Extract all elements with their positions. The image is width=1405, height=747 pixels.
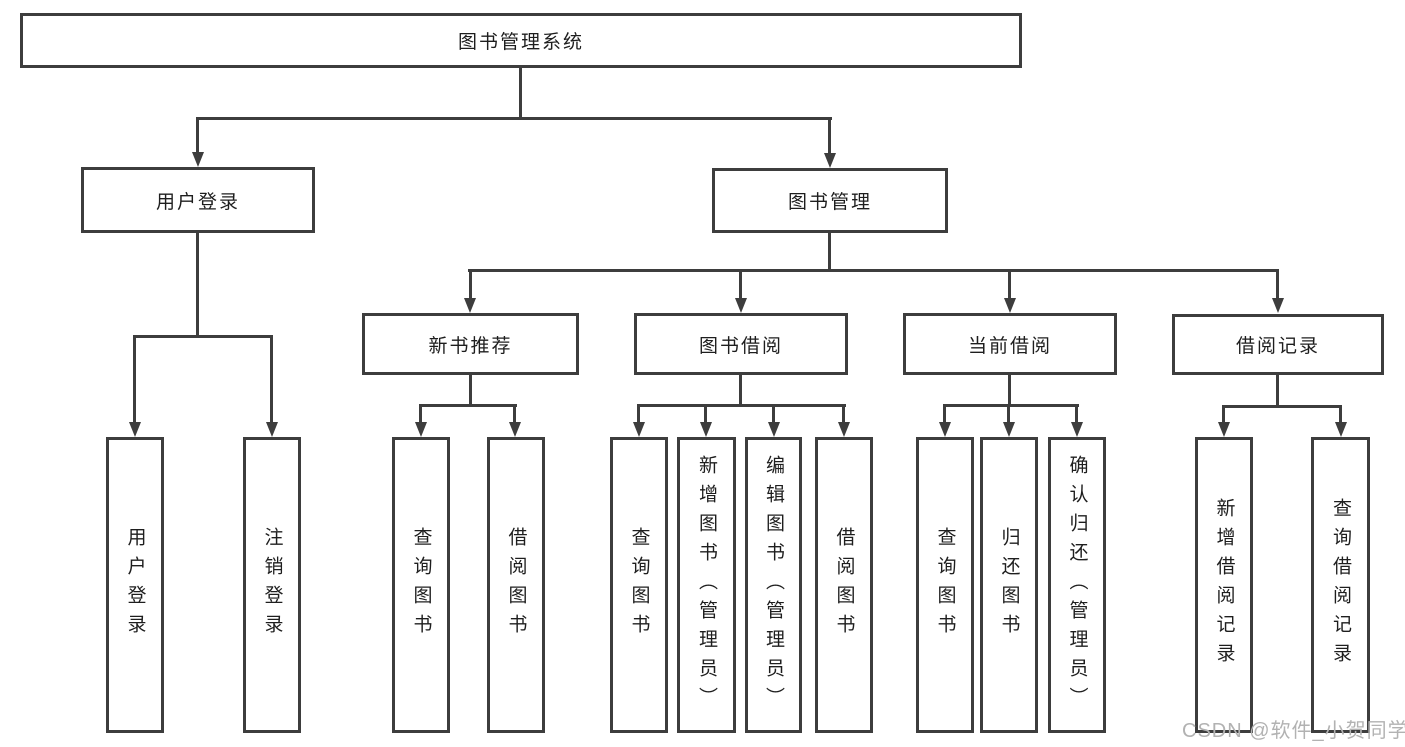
connector-line (943, 404, 1079, 407)
connector-line (1222, 405, 1225, 424)
connector-line (1222, 405, 1342, 408)
node-label: 图书管理 (787, 192, 872, 213)
connector-line (842, 404, 845, 424)
arrow-down-icon (266, 422, 278, 437)
arrow-down-icon (735, 298, 747, 313)
node-label: 归还图书 (998, 527, 1020, 643)
arrow-down-icon (768, 422, 780, 437)
node-label: 借阅记录 (1235, 336, 1320, 357)
node-label: 查询图书 (628, 527, 650, 643)
node-label: 新增借阅记录 (1213, 498, 1235, 672)
connector-line (196, 117, 832, 120)
arrow-down-icon (192, 152, 204, 167)
arrow-down-icon (1003, 422, 1015, 437)
arrow-down-icon (838, 422, 850, 437)
arrow-down-icon (1272, 298, 1284, 313)
connector-line (1276, 269, 1279, 300)
node-book-management: 图书管理 (712, 168, 948, 233)
node-label: 查询图书 (934, 527, 956, 643)
node-label: 用户登录 (124, 527, 146, 643)
connector-line (828, 233, 831, 272)
node-label: 确认归还（管理员） (1066, 454, 1088, 716)
leaf-query-borrow-record: 查询借阅记录 (1311, 437, 1370, 733)
connector-line (196, 117, 199, 154)
connector-line (513, 404, 516, 424)
connector-line (469, 269, 472, 300)
connector-line (1008, 375, 1011, 407)
node-borrowing-records: 借阅记录 (1172, 314, 1384, 375)
node-label: 新增图书（管理员） (696, 454, 717, 716)
node-label: 借阅图书 (505, 527, 527, 643)
arrow-down-icon (1071, 422, 1083, 437)
connector-line (270, 335, 273, 424)
leaf-user-login: 用户登录 (106, 437, 164, 733)
node-current-borrowing: 当前借阅 (903, 313, 1117, 375)
connector-line (419, 404, 422, 424)
node-label: 借阅图书 (833, 527, 855, 643)
node-new-book-recommend: 新书推荐 (362, 313, 579, 375)
connector-line (1008, 269, 1011, 300)
leaf-return-books: 归还图书 (980, 437, 1038, 733)
connector-line (133, 335, 136, 424)
node-label: 查询图书 (410, 527, 432, 643)
leaf-logout: 注销登录 (243, 437, 301, 733)
leaf-edit-books-admin: 编辑图书（管理员） (745, 437, 802, 733)
arrow-down-icon (464, 298, 476, 313)
node-label: 编辑图书（管理员） (763, 454, 784, 716)
node-label: 图书借阅 (698, 335, 783, 357)
connector-line (468, 269, 1279, 272)
connector-line (637, 404, 640, 424)
node-label: 用户登录 (155, 191, 240, 213)
connector-line (1339, 405, 1342, 424)
connector-line (943, 404, 946, 424)
leaf-add-books-admin: 新增图书（管理员） (677, 437, 736, 733)
arrow-down-icon (1004, 298, 1016, 313)
leaf-add-borrow-record: 新增借阅记录 (1195, 437, 1253, 733)
connector-line (739, 375, 742, 407)
node-label: 图书管理系统 (457, 32, 584, 53)
node-label: 当前借阅 (967, 335, 1052, 357)
arrow-down-icon (129, 422, 141, 437)
connector-line (1075, 404, 1078, 424)
connector-line (469, 375, 472, 407)
node-label: 注销登录 (261, 527, 283, 643)
connector-line (1007, 404, 1010, 424)
leaf-borrow-books: 借阅图书 (815, 437, 873, 733)
arrow-down-icon (824, 153, 836, 168)
node-label: 查询借阅记录 (1330, 498, 1351, 672)
connector-line (133, 335, 273, 338)
connector-line (828, 117, 831, 155)
node-user-login: 用户登录 (81, 167, 315, 233)
connector-line (772, 404, 775, 424)
csdn-watermark: CSDN @软件_小贺同学 (1182, 720, 1405, 742)
node-label: 新书推荐 (428, 335, 513, 357)
connector-line (704, 404, 707, 424)
connector-line (739, 269, 742, 300)
leaf-query-books-current: 查询图书 (916, 437, 974, 733)
arrow-down-icon (633, 422, 645, 437)
connector-line (519, 68, 522, 119)
arrow-down-icon (1335, 422, 1347, 437)
arrow-down-icon (700, 422, 712, 437)
connector-line (196, 233, 199, 338)
arrow-down-icon (1218, 422, 1230, 437)
leaf-borrow-books-recommend: 借阅图书 (487, 437, 545, 733)
connector-line (419, 404, 517, 407)
node-book-borrowing: 图书借阅 (634, 313, 848, 375)
connector-line (1276, 375, 1279, 408)
arrow-down-icon (415, 422, 427, 437)
leaf-confirm-return-admin: 确认归还（管理员） (1048, 437, 1106, 733)
leaf-query-books-recommend: 查询图书 (392, 437, 450, 733)
arrow-down-icon (509, 422, 521, 437)
leaf-query-books-borrowing: 查询图书 (610, 437, 668, 733)
node-root-library-system: 图书管理系统 (20, 13, 1022, 68)
connector-line (637, 404, 846, 407)
arrow-down-icon (939, 422, 951, 437)
